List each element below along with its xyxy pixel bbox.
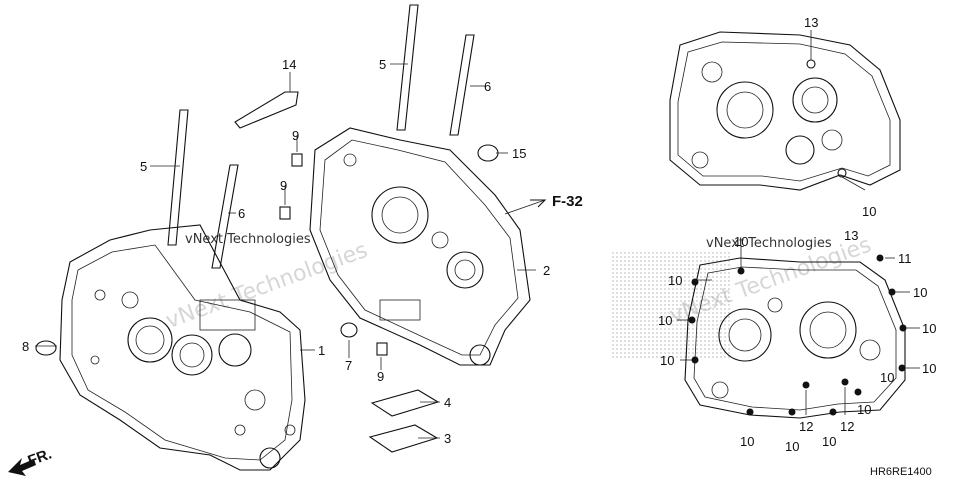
callout-10-left-1: 10 [668, 273, 682, 288]
callout-6-right-stud: 6 [484, 79, 491, 94]
callout-6-left-stud: 6 [238, 206, 245, 221]
callout-10-left-3: 10 [660, 353, 674, 368]
callout-1-left-case: 1 [318, 343, 325, 358]
callout-5-left-stud: 5 [140, 159, 147, 174]
callout-10-right-5: 10 [880, 370, 894, 385]
callouts-right: 13 10 10 13 11 10 10 10 10 10 10 10 10 1… [658, 15, 936, 454]
watermark-caption-left: vNext Technologies [185, 232, 311, 247]
watermark-caption-right: vNext Technologies [706, 236, 832, 251]
callout-15-seal: 15 [512, 146, 526, 161]
callout-5-right-stud: 5 [379, 57, 386, 72]
right-crankcase-half [309, 127, 531, 366]
callout-7-seal: 7 [345, 358, 352, 373]
front-direction-arrow-icon: FR. [8, 446, 54, 476]
case-bottom-view [677, 246, 920, 419]
left-crankcase-half [59, 224, 306, 471]
callout-10-bottom-3: 10 [822, 434, 836, 449]
callouts-left: 5 5 6 6 14 9 9 9 15 2 1 8 7 4 3 [22, 57, 550, 446]
drawing-code: HR6RE1400 [870, 466, 932, 478]
figure-reference: F-32 [552, 193, 583, 210]
stud-bolts-right [396, 4, 475, 136]
callout-10-bottom-1: 10 [740, 434, 754, 449]
callout-9-lower: 9 [377, 369, 384, 384]
small-parts [35, 144, 547, 453]
callout-10-right-4: 10 [857, 402, 871, 417]
callout-8-o-ring: 8 [22, 339, 29, 354]
callout-13-bottom: 13 [844, 228, 858, 243]
callout-2-right-case: 2 [543, 263, 550, 278]
watermark-left-text: vNext Technologies [163, 238, 371, 334]
callout-12-right: 12 [840, 419, 854, 434]
callout-13-top: 13 [804, 15, 818, 30]
callout-10-right-2: 10 [922, 321, 936, 336]
callout-10-bottom-2: 10 [785, 439, 799, 454]
watermark-left: vNext Technologies [163, 238, 371, 334]
case-top-view [669, 30, 901, 191]
callout-4-plate: 4 [444, 395, 451, 410]
callout-9-middle: 9 [280, 178, 287, 193]
stud-bolts-left [167, 91, 299, 269]
callout-3-plate: 3 [444, 431, 451, 446]
callout-9-upper: 9 [292, 128, 299, 143]
callout-10-right-1: 10 [913, 285, 927, 300]
callout-10-bottom-top: 10 [734, 234, 748, 249]
callout-10-top: 10 [862, 204, 876, 219]
callout-10-left-2: 10 [658, 313, 672, 328]
callout-14-bolt: 14 [282, 57, 296, 72]
watermark-dots [612, 250, 732, 360]
leader-lines-left [35, 63, 536, 439]
callout-12-left: 12 [799, 419, 813, 434]
callout-11: 11 [898, 251, 912, 266]
front-direction-label: FR. [26, 446, 55, 470]
callout-10-right-3: 10 [922, 361, 936, 376]
